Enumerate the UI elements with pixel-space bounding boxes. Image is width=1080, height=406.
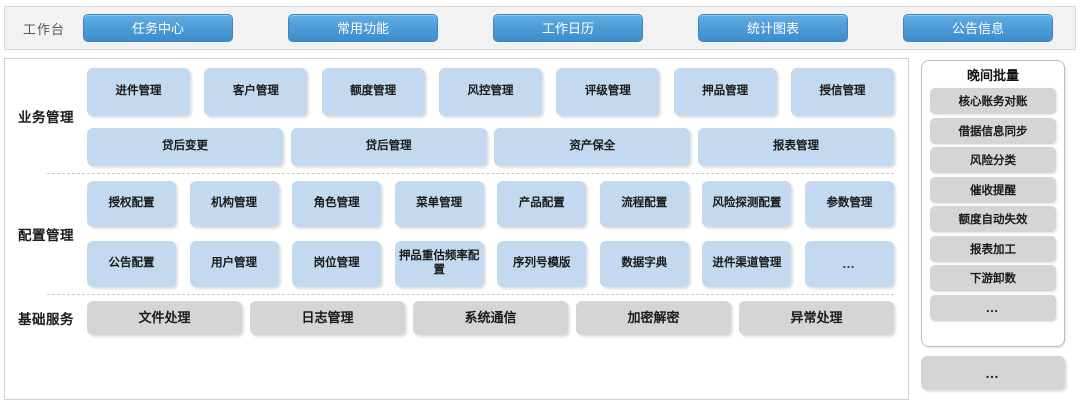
batch-item-report-processing[interactable]: 报表加工 — [930, 235, 1056, 262]
tab-work-calendar[interactable]: 工作日历 — [493, 14, 643, 42]
tile-log-management[interactable]: 日志管理 — [250, 301, 405, 335]
modules-panel: 业务管理 进件管理 客户管理 额度管理 风控管理 评级管理 押品管理 授信管理 … — [4, 58, 909, 400]
batch-item-risk-classification[interactable]: 风险分类 — [930, 147, 1056, 173]
divider-config-base — [47, 294, 894, 295]
tile-risk-detection-config[interactable]: 风险探测配置 — [702, 181, 792, 227]
base-rows: 文件处理 日志管理 系统通信 加密解密 异常处理 — [87, 295, 908, 341]
tile-asset-preservation[interactable]: 资产保全 — [494, 128, 691, 166]
section-business-management: 业务管理 进件管理 客户管理 额度管理 风控管理 评级管理 押品管理 授信管理 … — [5, 59, 908, 173]
tab-task-center[interactable]: 任务中心 — [83, 14, 233, 42]
nightly-batch-panel: 晚间批量 核心账务对账 借据信息同步 风险分类 催收提醒 额度自动失效 报表加工… — [921, 60, 1065, 347]
base-row-1: 文件处理 日志管理 系统通信 加密解密 异常处理 — [87, 295, 894, 341]
section-label-business: 业务管理 — [18, 110, 74, 125]
section-label-base: 基础服务 — [18, 312, 74, 327]
tile-customer-management[interactable]: 客户管理 — [204, 68, 308, 116]
right-column: 晚间批量 核心账务对账 借据信息同步 风险分类 催收提醒 额度自动失效 报表加工… — [917, 58, 1076, 400]
section-configuration-management: 配置管理 授权配置 机构管理 角色管理 菜单管理 产品配置 流程配置 风险探测配… — [5, 174, 908, 294]
tile-application-channel-management[interactable]: 进件渠道管理 — [702, 241, 792, 287]
tile-post-loan-management[interactable]: 贷后管理 — [290, 128, 487, 166]
section-label-config: 配置管理 — [18, 228, 74, 243]
section-base-services: 基础服务 文件处理 日志管理 系统通信 加密解密 异常处理 — [5, 295, 908, 341]
workbench-title: 工作台 — [22, 21, 65, 37]
batch-item-core-account-reconciliation[interactable]: 核心账务对账 — [930, 88, 1056, 114]
tile-encryption-decryption[interactable]: 加密解密 — [576, 301, 731, 335]
nightly-batch-title: 晚间批量 — [966, 68, 1019, 83]
top-tab-list: 任务中心 常用功能 工作日历 统计图表 公告信息 — [83, 14, 1075, 42]
tile-application-management[interactable]: 进件管理 — [87, 68, 190, 116]
business-rows: 进件管理 客户管理 额度管理 风控管理 评级管理 押品管理 授信管理 贷后变更 … — [87, 59, 908, 173]
batch-item-more[interactable]: … — [930, 294, 1056, 321]
batch-item-limit-auto-expiry[interactable]: 额度自动失效 — [930, 206, 1056, 232]
tile-risk-control-management[interactable]: 风控管理 — [438, 68, 542, 116]
tile-credit-granting[interactable]: 授信管理 — [790, 68, 894, 116]
tile-serial-number-template[interactable]: 序列号模版 — [497, 241, 587, 287]
batch-item-loan-receipt-sync[interactable]: 借据信息同步 — [930, 117, 1056, 144]
tile-role-management[interactable]: 角色管理 — [292, 181, 382, 227]
tab-statistics-chart[interactable]: 统计图表 — [698, 14, 848, 42]
config-row-2: 公告配置 用户管理 岗位管理 押品重估频率配置 序列号模版 数据字典 进件渠道管… — [87, 234, 894, 294]
tile-announcement-config[interactable]: 公告配置 — [87, 241, 176, 287]
tile-exception-handling[interactable]: 异常处理 — [739, 301, 894, 335]
tile-authorization-config[interactable]: 授权配置 — [87, 181, 176, 227]
tile-post-loan-change[interactable]: 贷后变更 — [87, 128, 283, 166]
config-row-1: 授权配置 机构管理 角色管理 菜单管理 产品配置 流程配置 风险探测配置 参数管… — [87, 174, 894, 234]
tile-credit-limit-management[interactable]: 额度管理 — [321, 68, 425, 116]
tile-user-management[interactable]: 用户管理 — [189, 241, 279, 287]
batch-item-collection-reminder[interactable]: 催收提醒 — [930, 176, 1056, 203]
config-rows: 授权配置 机构管理 角色管理 菜单管理 产品配置 流程配置 风险探测配置 参数管… — [87, 174, 908, 294]
tile-collateral-management[interactable]: 押品管理 — [673, 68, 777, 116]
tile-rating-management[interactable]: 评级管理 — [556, 68, 660, 116]
tile-data-dictionary[interactable]: 数据字典 — [599, 241, 689, 287]
tile-parameter-management[interactable]: 参数管理 — [804, 181, 894, 227]
tab-announcements[interactable]: 公告信息 — [903, 14, 1053, 42]
tab-common-functions[interactable]: 常用功能 — [288, 14, 438, 42]
tile-collateral-revaluation-frequency-config[interactable]: 押品重估频率配置 — [394, 241, 484, 287]
tile-report-management[interactable]: 报表管理 — [697, 128, 894, 166]
tile-product-config[interactable]: 产品配置 — [497, 181, 587, 227]
tile-system-communication[interactable]: 系统通信 — [413, 301, 568, 335]
tile-file-processing[interactable]: 文件处理 — [87, 301, 242, 335]
base-services-more-tile[interactable]: … — [921, 356, 1065, 390]
tile-organization-management[interactable]: 机构管理 — [189, 181, 279, 227]
tile-process-config[interactable]: 流程配置 — [599, 181, 689, 227]
tile-menu-management[interactable]: 菜单管理 — [394, 181, 484, 227]
business-row-1: 进件管理 客户管理 额度管理 风控管理 评级管理 押品管理 授信管理 — [87, 59, 894, 121]
tile-position-management[interactable]: 岗位管理 — [292, 241, 382, 287]
top-navigation-bar: 工作台 任务中心 常用功能 工作日历 统计图表 公告信息 — [4, 6, 1076, 50]
batch-item-downstream-unload[interactable]: 下游卸数 — [930, 265, 1056, 291]
business-row-2: 贷后变更 贷后管理 资产保全 报表管理 — [87, 121, 894, 173]
tile-config-more[interactable]: … — [804, 241, 894, 287]
divider-business-config — [47, 173, 894, 174]
